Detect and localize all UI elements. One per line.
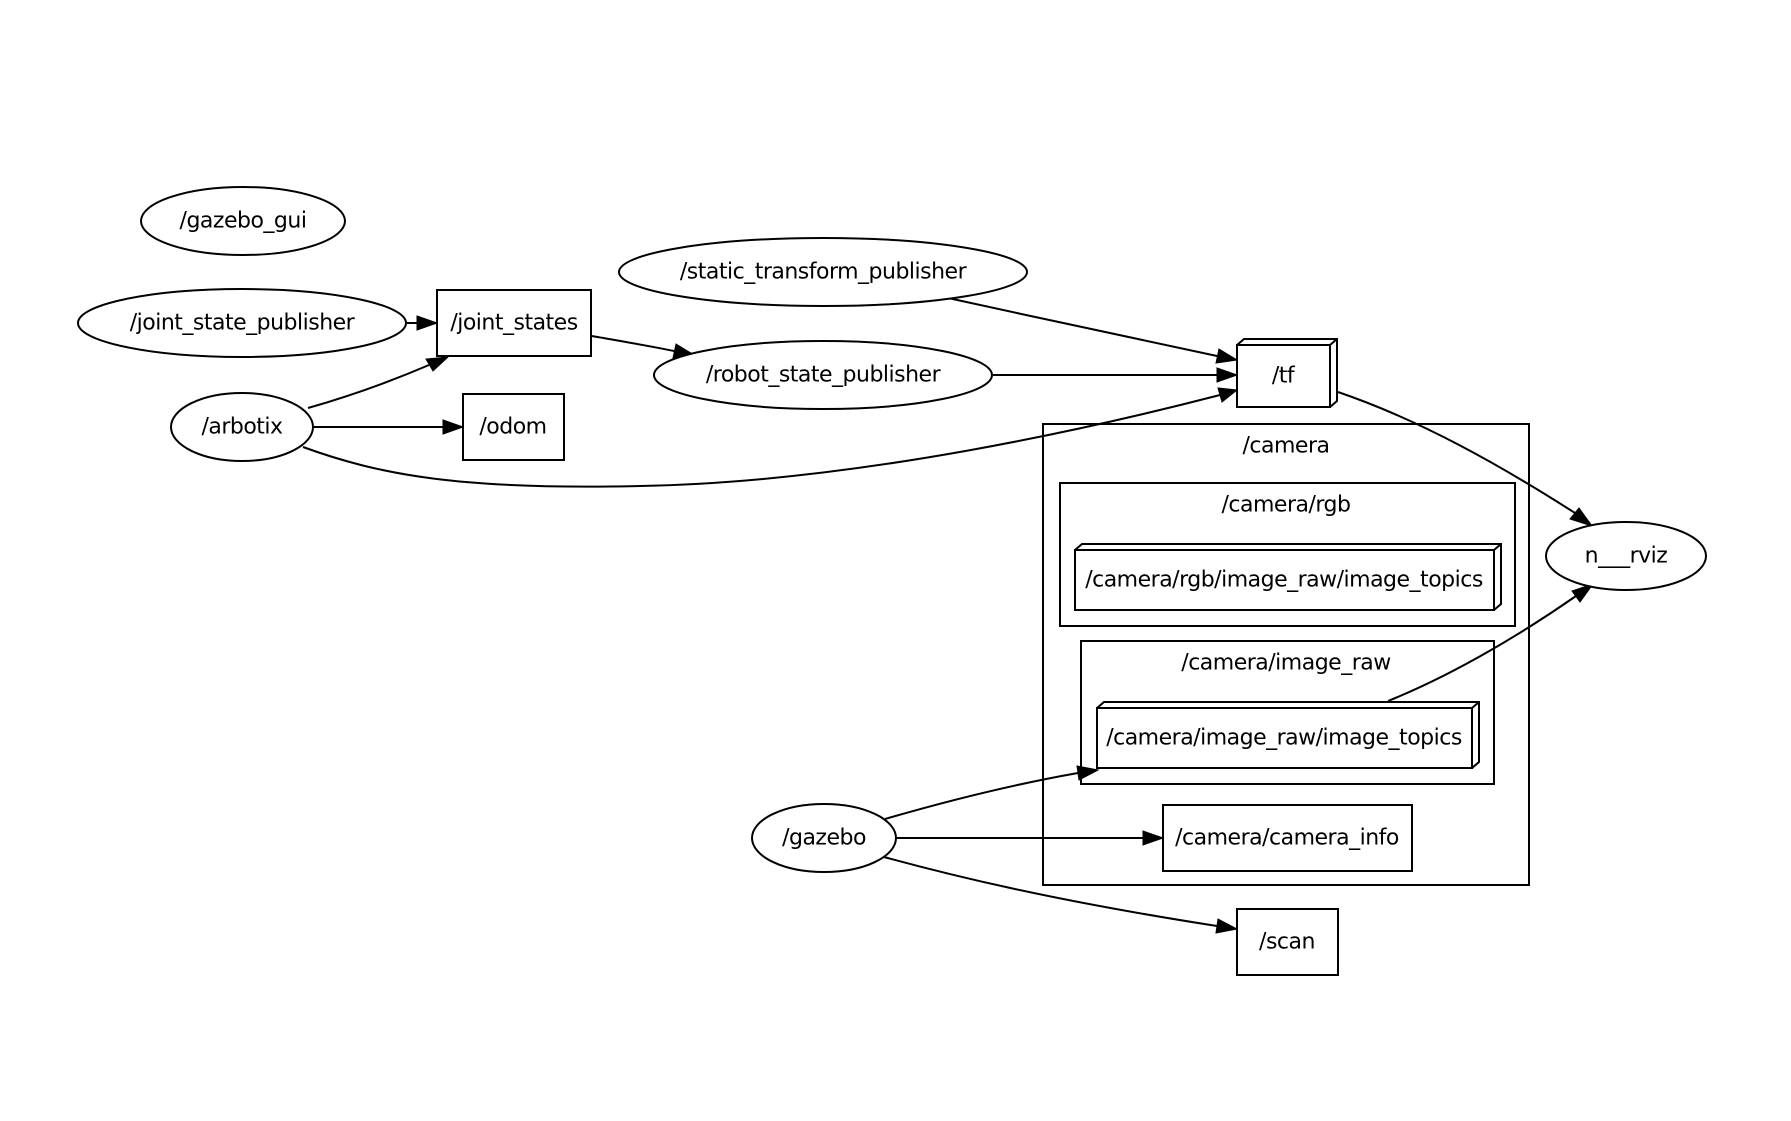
node-static-transform-publisher-label: /static_transform_publisher: [680, 260, 968, 285]
node-joint-state-publisher[interactable]: /joint_state_publisher: [77, 288, 407, 358]
node-arbotix[interactable]: /arbotix: [170, 392, 314, 462]
edge-gazebo-to-image-raw-topics: [884, 765, 1100, 820]
topic-scan-label: /scan: [1259, 930, 1315, 955]
edge-arbotix-to-odom: [313, 419, 465, 435]
topic-camera-image-raw-image-topics[interactable]: /camera/image_raw/image_topics: [1096, 701, 1480, 769]
topic-tf[interactable]: /tf: [1236, 338, 1338, 408]
cluster-camera-rgb-label: /camera/rgb: [1222, 493, 1351, 518]
edge-gazebo-to-scan: [883, 856, 1239, 934]
edge-joint-state-publisher-to-joint-states: [407, 315, 439, 331]
node-gazebo-gui-label: /gazebo_gui: [180, 209, 307, 234]
topic-camera-rgb-image-topics[interactable]: /camera/rgb/image_raw/image_topics: [1074, 543, 1502, 611]
topic-scan[interactable]: /scan: [1236, 908, 1339, 976]
topic-odom-label: /odom: [479, 415, 546, 440]
edge-arbotix-to-joint-states: [307, 356, 450, 409]
cluster-camera-rgb: /camera/rgb: [1059, 482, 1516, 627]
topic-odom[interactable]: /odom: [462, 393, 565, 461]
topic-joint-states[interactable]: /joint_states: [436, 289, 592, 357]
node-rviz[interactable]: n___rviz: [1545, 521, 1707, 591]
edge-image-raw-topics-to-rviz: [1387, 583, 1595, 702]
edge-static-transform-publisher-to-tf: [947, 297, 1239, 364]
cluster-camera-label: /camera: [1243, 434, 1330, 459]
node-static-transform-publisher[interactable]: /static_transform_publisher: [618, 237, 1028, 307]
node-gazebo[interactable]: /gazebo: [751, 803, 897, 873]
topic-tf-label: /tf: [1272, 364, 1296, 389]
edge-joint-states-to-robot-state-publisher: [591, 335, 696, 359]
node-rviz-label: n___rviz: [1585, 544, 1668, 569]
topic-camera-info[interactable]: /camera/camera_info: [1162, 804, 1413, 872]
node-gazebo-label: /gazebo: [782, 826, 866, 851]
edge-robot-state-publisher-to-tf: [993, 367, 1239, 383]
node-joint-state-publisher-label: /joint_state_publisher: [130, 311, 356, 336]
topic-joint-states-label: /joint_states: [450, 311, 577, 336]
edge-tf-to-rviz: [1337, 391, 1594, 527]
node-robot-state-publisher-label: /robot_state_publisher: [706, 363, 942, 388]
node-robot-state-publisher[interactable]: /robot_state_publisher: [653, 340, 993, 410]
cluster-camera-image-raw: /camera/image_raw: [1080, 640, 1495, 785]
cluster-camera: /camera: [1042, 423, 1530, 886]
node-arbotix-label: /arbotix: [201, 415, 283, 440]
edge-gazebo-to-camera-info: [896, 830, 1165, 846]
node-gazebo-gui[interactable]: /gazebo_gui: [140, 186, 346, 256]
topic-camera-info-label: /camera/camera_info: [1175, 826, 1399, 851]
cluster-camera-image-raw-label: /camera/image_raw: [1181, 651, 1391, 676]
topic-camera-rgb-image-topics-label: /camera/rgb/image_raw/image_topics: [1085, 568, 1483, 593]
topic-camera-image-raw-image-topics-label: /camera/image_raw/image_topics: [1106, 726, 1462, 751]
edge-arbotix-to-tf: [302, 387, 1239, 488]
